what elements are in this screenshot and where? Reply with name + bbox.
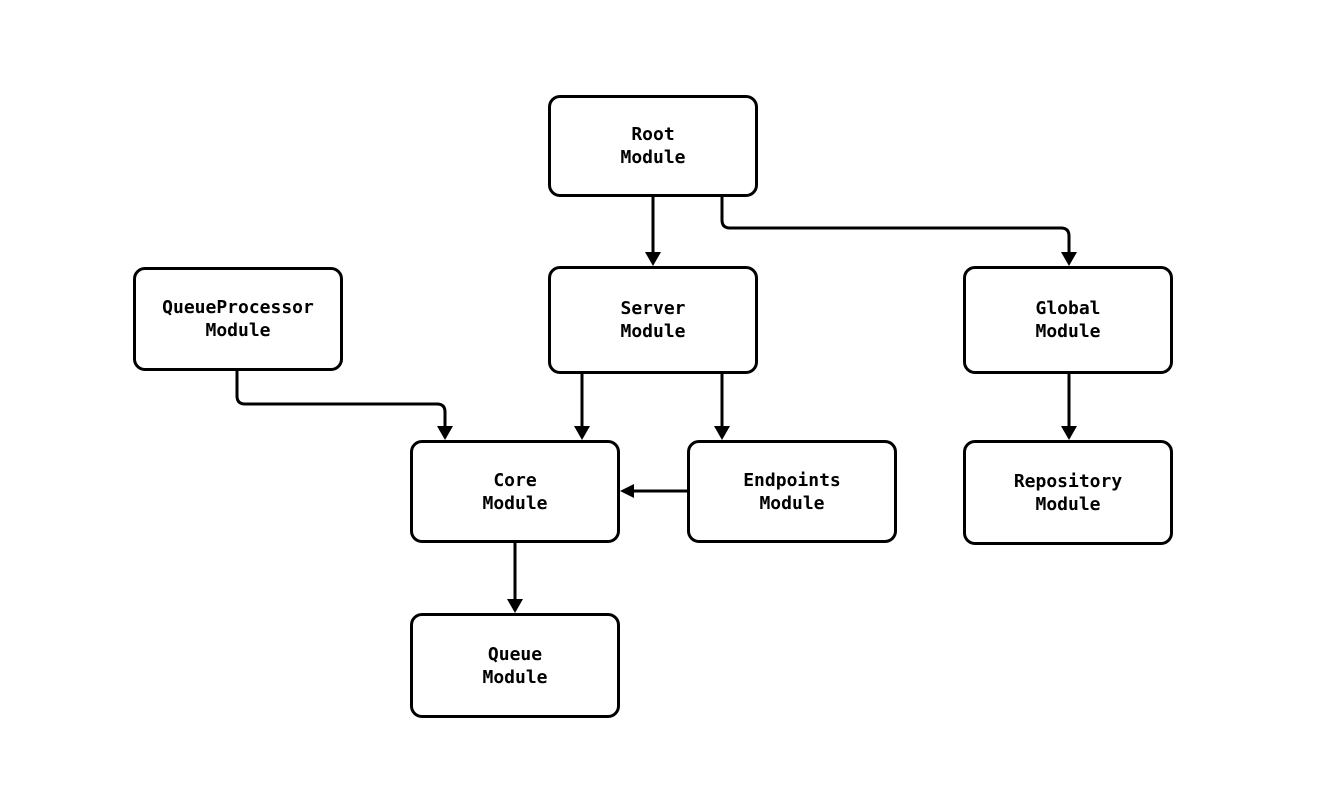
arrowhead-root-to-global: [1061, 252, 1077, 266]
node-endpoints-label: Endpoints Module: [743, 469, 841, 514]
node-core[interactable]: Core Module: [410, 440, 620, 543]
edge-root-to-global: [720, 197, 1071, 254]
node-repository-label: Repository Module: [1013, 470, 1123, 515]
arrowhead-queueprocessor-to-core: [437, 426, 453, 440]
edges-group: [235, 197, 1077, 613]
arrowhead-core-to-queue: [507, 599, 523, 613]
node-root[interactable]: Root Module: [548, 95, 758, 197]
arrowhead-endpoints-to-core: [620, 484, 634, 498]
node-endpoints[interactable]: Endpoints Module: [687, 440, 897, 543]
node-queue[interactable]: Queue Module: [410, 613, 620, 718]
edge-queueprocessor-to-core: [235, 371, 447, 428]
node-repository[interactable]: Repository Module: [963, 440, 1173, 545]
node-server[interactable]: Server Module: [548, 266, 758, 374]
arrowhead-server-to-core: [574, 426, 590, 440]
node-root-label: Root Module: [620, 124, 686, 168]
arrowhead-global-to-repository: [1061, 426, 1077, 440]
arrowhead-root-to-server: [645, 252, 661, 266]
node-global-label: Global Module: [1035, 298, 1101, 342]
node-queueprocessor-label: QueueProcessor Module: [162, 297, 314, 341]
node-server-label: Server Module: [620, 298, 686, 342]
arrowhead-server-to-endpoints: [714, 426, 730, 440]
node-core-label: Core Module: [482, 469, 548, 514]
node-queue-label: Queue Module: [482, 643, 548, 688]
node-global[interactable]: Global Module: [963, 266, 1173, 374]
node-queueprocessor[interactable]: QueueProcessor Module: [133, 267, 343, 371]
